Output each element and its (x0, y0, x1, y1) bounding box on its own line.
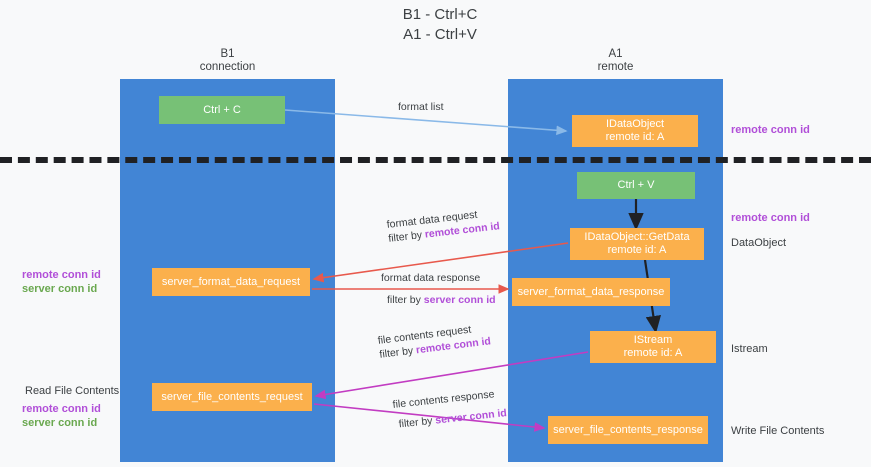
edge-format-list-text: format list (398, 101, 444, 113)
annotation-remote-conn-id-top: remote conn id (731, 123, 810, 137)
annotation-istream-text: Istream (731, 343, 768, 355)
annotation-left-remote-conn-id: remote conn id (22, 269, 101, 281)
node-server-file-contents-request-label: server_file_contents_request (161, 390, 303, 403)
swimlane-b1-subtitle: connection (199, 61, 256, 73)
node-server-format-data-response[interactable]: server_format_data_response (512, 278, 670, 306)
node-idataobject-line1: IDataObject (605, 118, 665, 130)
annotation-dataobject-text: DataObject (731, 237, 787, 249)
edge-file-contents-request-prefix: filter by (378, 344, 417, 361)
node-getdata-line2: remote id: A (607, 244, 667, 256)
annotation-left-conn-ids-top: remote conn id server conn id (22, 268, 101, 296)
annotation-left-remote-conn-id-2: remote conn id (22, 403, 101, 415)
edge-file-contents-response-key: server conn id (434, 407, 508, 427)
annotation-write-file-contents: Write File Contents (731, 424, 824, 438)
node-server-file-contents-request[interactable]: server_file_contents_request (152, 383, 312, 411)
annotation-remote-conn-id-mid-text: remote conn id (731, 212, 810, 224)
annotation-istream: Istream (731, 342, 768, 356)
node-server-format-data-request-label: server_format_data_request (161, 275, 301, 288)
swimlane-a1-name: A1 (608, 48, 623, 60)
edge-label-format-data-response: format data response filter by server co… (381, 271, 496, 307)
edge-file-contents-response-prefix: filter by (398, 414, 436, 431)
node-idataobject[interactable]: IDataObject remote id: A (572, 115, 698, 147)
edge-format-data-response-line1: format data response (381, 272, 481, 284)
annotation-read-file-contents: Read File Contents (25, 384, 119, 398)
node-istream[interactable]: IStream remote id: A (590, 331, 716, 363)
diagram-title: B1 - Ctrl+C A1 - Ctrl+V (330, 5, 550, 45)
node-istream-line2: remote id: A (623, 347, 683, 359)
swimlane-header-b1: B1 connection (120, 48, 335, 74)
swimlane-b1-name: B1 (220, 48, 235, 60)
phase-divider (0, 157, 871, 163)
node-server-format-data-response-label: server_format_data_response (517, 285, 665, 298)
annotation-left-server-conn-id: server conn id (22, 283, 98, 295)
node-idataobject-line2: remote id: A (605, 131, 665, 143)
annotation-remote-conn-id-mid: remote conn id (731, 211, 810, 225)
node-ctrl-c[interactable]: Ctrl + C (159, 96, 285, 124)
annotation-left-server-conn-id-2: server conn id (22, 417, 98, 429)
annotation-write-file-contents-text: Write File Contents (731, 425, 825, 437)
edge-label-format-data-request: format data request filter by remote con… (386, 205, 500, 246)
annotation-dataobject: DataObject (731, 236, 786, 250)
annotation-remote-conn-id-top-text: remote conn id (731, 124, 810, 136)
node-idataobject-getdata[interactable]: IDataObject::GetData remote id: A (570, 228, 704, 260)
node-ctrl-v-label: Ctrl + V (617, 179, 655, 191)
swimlane-a1-subtitle: remote (597, 61, 634, 73)
title-line-1: B1 - Ctrl+C (402, 6, 478, 23)
node-getdata-line1: IDataObject::GetData (584, 231, 690, 243)
node-istream-line1: IStream (633, 334, 673, 346)
annotation-left-conn-ids-bottom: remote conn id server conn id (22, 402, 101, 430)
swimlane-header-a1: A1 remote (508, 48, 723, 74)
edge-label-format-list: format list (398, 100, 444, 114)
edge-format-data-response-prefix: filter by (387, 294, 424, 306)
node-server-format-data-request[interactable]: server_format_data_request (152, 268, 310, 296)
node-server-file-contents-response-label: server_file_contents_response (553, 423, 703, 436)
node-ctrl-c-label: Ctrl + C (203, 103, 241, 116)
annotation-read-file-contents-text: Read File Contents (25, 385, 120, 397)
edge-format-data-request-prefix: filter by (387, 228, 426, 245)
edge-label-file-contents-response: file contents response filter by server … (392, 386, 507, 432)
edge-label-file-contents-request: file contents request filter by remote c… (377, 320, 492, 361)
node-server-file-contents-response[interactable]: server_file_contents_response (548, 416, 708, 444)
title-line-2: A1 - Ctrl+V (403, 26, 477, 43)
node-ctrl-v[interactable]: Ctrl + V (577, 172, 695, 199)
edge-format-data-response-key: server conn id (423, 294, 496, 306)
